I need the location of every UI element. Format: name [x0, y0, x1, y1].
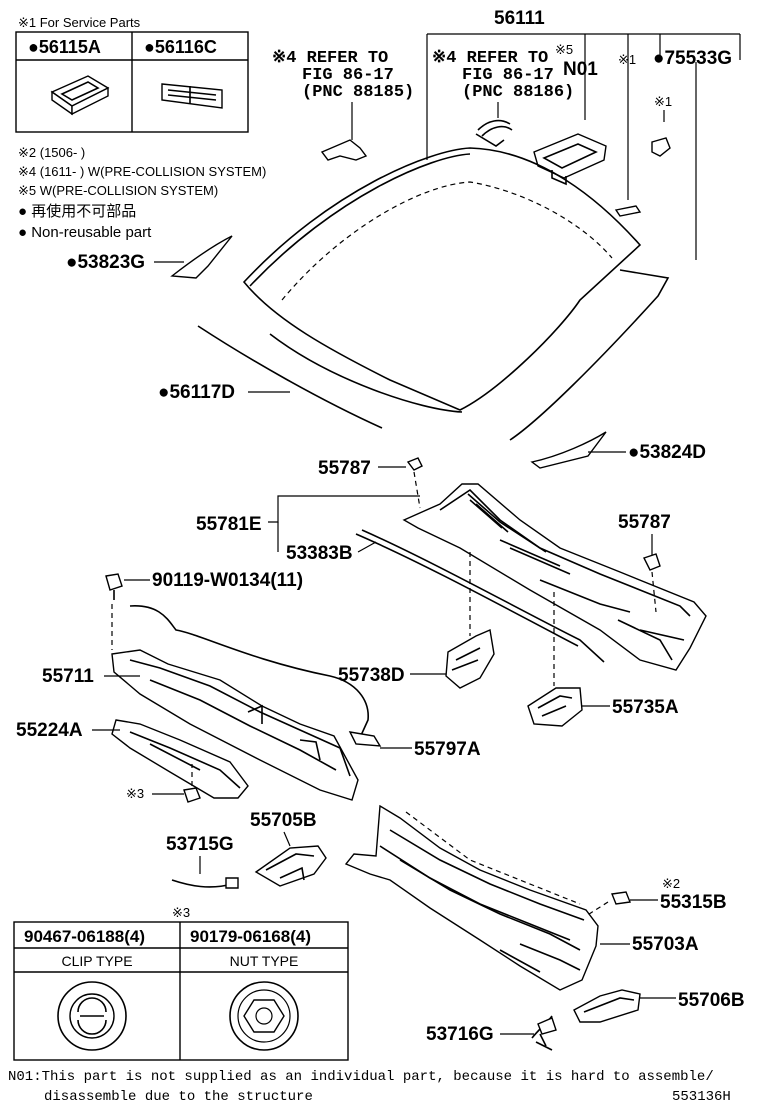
clip-55787-right	[643, 553, 661, 571]
nut-type-icon	[229, 981, 299, 1051]
tape-pad	[614, 205, 642, 217]
clip-75533g	[651, 137, 671, 157]
camera-bracket-n01	[533, 133, 607, 186]
label-note3a: ※3	[126, 786, 144, 801]
footnote-line1: N01:This part is not supplied as an indi…	[8, 1069, 714, 1085]
molding-56117d	[197, 325, 383, 429]
label-56117d: ●56117D	[158, 382, 235, 403]
pad-55315b	[611, 891, 631, 905]
seal-53824d	[530, 431, 607, 469]
bracket-88185	[320, 139, 368, 161]
label-53383b: 53383B	[286, 543, 353, 564]
note1-heading: ※1 For Service Parts	[18, 15, 141, 30]
label-note3b: ※3	[172, 905, 190, 920]
label-note1a: ※1	[618, 52, 636, 67]
label-55797a: 55797A	[414, 739, 481, 760]
clip-col2-type: NUT TYPE	[230, 953, 299, 969]
label-55705b: 55705B	[250, 810, 317, 831]
cowl-top-panel-55703a	[344, 804, 599, 991]
ref1-line2: FIG 86-17	[302, 66, 394, 85]
cowl-louver-55781e	[402, 483, 707, 671]
label-note1b: ※1	[654, 94, 672, 109]
label-55787b: 55787	[618, 512, 671, 533]
seal-55797a	[129, 605, 369, 743]
service-part-56116c: ●56116C	[144, 37, 217, 57]
label-note5: ※5	[555, 42, 573, 57]
label-note2: ※2	[662, 876, 680, 891]
bracket-55706b	[573, 989, 641, 1023]
label-53823g: ●53823G	[66, 252, 145, 273]
footnote-line2: disassemble due to the structure	[44, 1089, 313, 1105]
label-55706b: 55706B	[678, 990, 745, 1011]
harness-53716g	[531, 1015, 557, 1051]
clip-type-icon	[57, 981, 127, 1051]
bracket-55705b	[254, 845, 327, 887]
label-56111: 56111	[494, 8, 545, 29]
clip-note3	[183, 787, 201, 803]
nonreusable-jp: ● 再使用不可部品	[18, 203, 136, 220]
seal-53823g	[170, 235, 233, 279]
note2: ※2 (1506- )	[18, 145, 85, 160]
label-55224a: 55224A	[16, 720, 83, 741]
part-56116c-icon	[161, 83, 223, 109]
seal-53383b	[361, 529, 605, 663]
molding-56117d-side	[509, 269, 670, 441]
ref2-line2: FIG 86-17	[462, 66, 554, 85]
clip-col1-type: CLIP TYPE	[61, 953, 132, 969]
bracket-55738d	[445, 629, 495, 689]
clip-55787-top	[406, 457, 423, 471]
clip-col2-part: 90179-06168(4)	[190, 927, 311, 946]
nonreusable-en: ● Non-reusable part	[18, 224, 152, 241]
label-53716g: 53716G	[426, 1024, 494, 1045]
note5: ※5 W(PRE-COLLISION SYSTEM)	[18, 183, 218, 198]
cowl-panel-55711	[111, 649, 359, 801]
label-55315b: 55315B	[660, 892, 727, 913]
label-55735a: 55735A	[612, 697, 679, 718]
ref2-line1: ※4 REFER TO	[432, 49, 548, 68]
label-55738d: 55738D	[338, 665, 405, 686]
bracket-55735a	[527, 687, 583, 727]
label-55711: 55711	[42, 666, 94, 687]
sensor-harness-88186	[475, 119, 513, 147]
ref1-line1: ※4 REFER TO	[272, 49, 388, 68]
bolt-90119	[105, 573, 123, 591]
part-56115a-icon	[50, 75, 110, 116]
clip-col1-part: 90467-06188(4)	[24, 927, 145, 946]
windshield-glass	[242, 147, 642, 413]
label-53715g: 53715G	[166, 834, 234, 855]
service-part-56115a: ●56115A	[28, 37, 101, 57]
label-55787a: 55787	[318, 458, 371, 479]
label-n01: N01	[563, 59, 598, 80]
label-90119: 90119-W0134(11)	[152, 570, 303, 591]
ref2-line3: (PNC 88186)	[462, 83, 574, 102]
label-75533g: ●75533G	[653, 48, 732, 69]
ref1-line3: (PNC 88185)	[302, 83, 414, 102]
diagram-id: 553136H	[672, 1089, 731, 1105]
label-55703a: 55703A	[632, 934, 699, 955]
label-55781e: 55781E	[196, 514, 262, 535]
clip-table	[13, 921, 349, 1061]
label-53824d: ●53824D	[628, 442, 706, 463]
harness-53715g	[171, 879, 233, 888]
note4: ※4 (1611- ) W(PRE-COLLISION SYSTEM)	[18, 164, 266, 179]
